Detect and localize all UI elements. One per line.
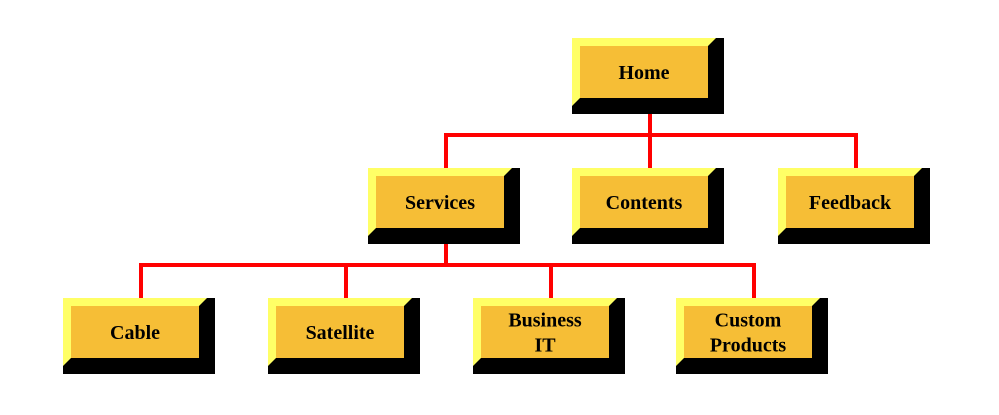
button-face (786, 176, 914, 228)
node-label: Products (710, 335, 787, 357)
button-highlight-bevel (268, 298, 412, 366)
node-services[interactable]: Services (368, 168, 520, 244)
node-label: Contents (606, 192, 683, 214)
node-home[interactable]: Home (572, 38, 724, 114)
button-highlight-bevel (572, 168, 716, 236)
button-face (276, 306, 404, 358)
button-highlight-bevel (63, 298, 207, 366)
node-label: IT (534, 335, 556, 357)
button-face (481, 306, 609, 358)
button-highlight-bevel (473, 298, 617, 366)
button-highlight-bevel (676, 298, 820, 366)
node-feedback[interactable]: Feedback (778, 168, 930, 244)
node-label: Home (618, 62, 669, 84)
node-label: Custom (715, 310, 782, 332)
button-highlight-bevel (778, 168, 922, 236)
node-label: Services (405, 192, 475, 214)
node-contents[interactable]: Contents (572, 168, 724, 244)
button-highlight-bevel (572, 38, 716, 106)
button-face (71, 306, 199, 358)
connector-lines (139, 110, 858, 302)
node-label: Business (508, 310, 582, 332)
node-cable[interactable]: Cable (63, 298, 215, 374)
button-face (376, 176, 504, 228)
button-face (684, 306, 812, 358)
button-highlight-bevel (368, 168, 512, 236)
node-label: Satellite (306, 322, 375, 344)
node-label: Feedback (809, 192, 892, 214)
button-face (580, 176, 708, 228)
node-satellite[interactable]: Satellite (268, 298, 420, 374)
node-label: Cable (110, 322, 160, 344)
button-face (580, 46, 708, 98)
